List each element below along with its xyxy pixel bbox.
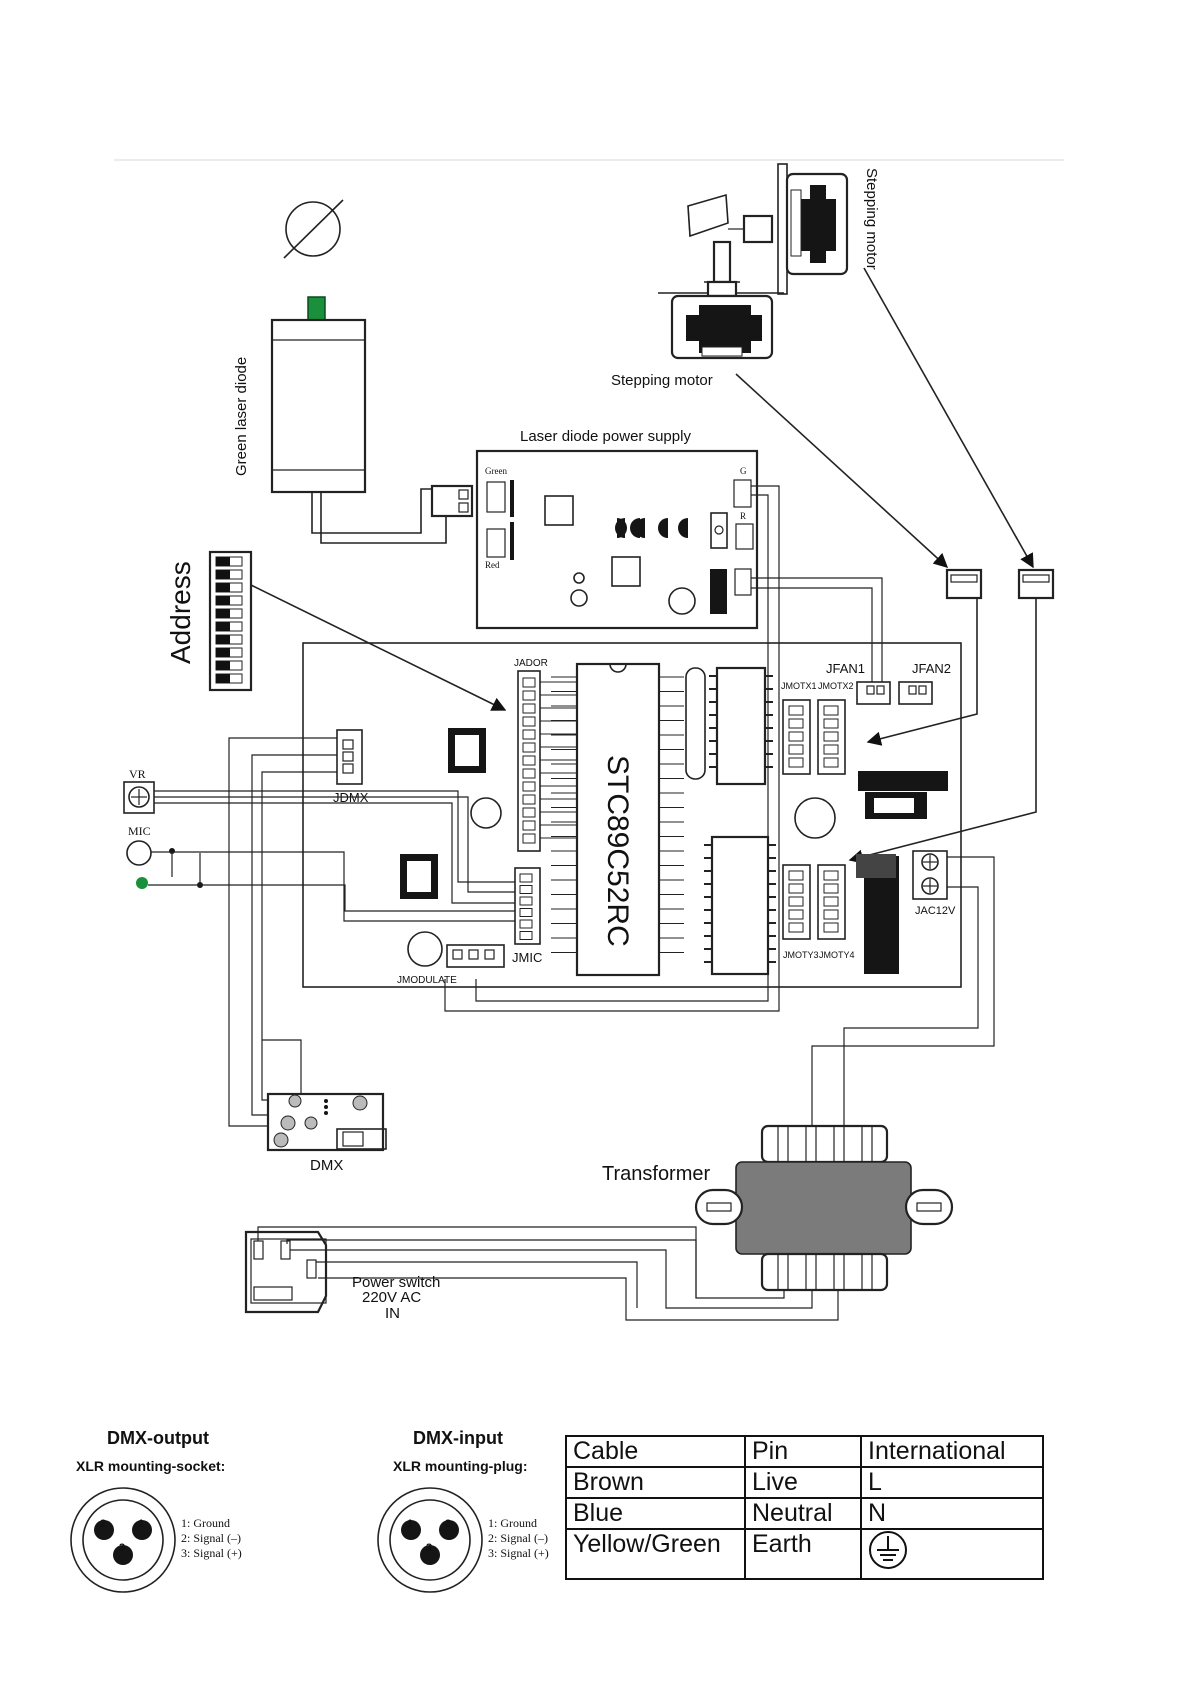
table-header-cell: International [860,1435,1044,1468]
mcu-label: STC89C52RC [601,755,634,947]
table-cell: Live [744,1466,862,1499]
dmx-output-title: DMX-output [107,1428,209,1448]
jmotx1-label: JMOTX1 [781,681,817,691]
laser-power-supply-label: Laser diode power supply [520,428,691,445]
dmx-output-num-2: 2 [100,1518,106,1530]
main-control-board: JADOR STC89C52RC JFAN1 JFAN2 [302,642,962,988]
jmotx2-label: JMOTX2 [818,681,854,691]
table-cell: Earth [744,1528,862,1580]
dmx-input-pin-3: 3: Signal (+) [488,1546,549,1560]
dmx-output-pin-2: 2: Signal (–) [181,1531,241,1545]
dmx-input-section: DMX-input XLR mounting-plug: 1 2 3 1: Gr… [377,1428,549,1593]
table-cell: N [860,1497,1044,1530]
table-header-row: Cable Pin International [565,1435,1044,1468]
table-row: Brown Live L [565,1466,1044,1499]
table-cell: Neutral [744,1497,862,1530]
dmx-output-pin-1: 1: Ground [181,1516,230,1530]
transformer-label: Transformer [602,1163,711,1185]
jfan1-label: JFAN1 [826,661,865,676]
dmx-input-pin-2: 2: Signal (–) [488,1531,548,1545]
psu-g-label: G [740,466,747,476]
dmx-input-pin3 [420,1545,440,1565]
dmx-input-subtitle: XLR mounting-plug: [393,1458,528,1474]
table-cell: Brown [565,1466,746,1499]
dmx-output-section: DMX-output XLR mounting-socket: 2 1 3 1:… [70,1428,242,1593]
dmx-input-title: DMX-input [413,1428,503,1448]
lens-symbol [283,199,344,259]
table-header-cell: Pin [744,1435,862,1468]
dmx-label: DMX [310,1157,343,1174]
vr-label: VR [129,767,146,781]
cable-pin-table: Cable Pin International Brown Live L Blu… [565,1435,1044,1580]
table-cell: Yellow/Green [565,1528,746,1580]
laser-diode-label: Green laser diode [233,357,250,476]
earth-ground-icon [869,1531,907,1569]
address-label: Address [165,561,196,664]
mic-label: MIC [128,824,151,838]
dmx-input-pin-1: 1: Ground [488,1516,537,1530]
dmx-input-num-1: 1 [407,1518,413,1530]
dmx-output-pin3 [113,1545,133,1565]
dmx-output-subtitle: XLR mounting-socket: [76,1458,225,1474]
table-header-cell: Cable [565,1435,746,1468]
table-cell [860,1528,1044,1580]
power-in-label: IN [385,1305,400,1322]
power-switch-label: Power switch [352,1274,440,1291]
power-voltage-label: 220V AC [362,1289,421,1306]
table-cell: L [860,1466,1044,1499]
green-laser-diode: Green laser diode [233,296,474,544]
jac12v-label: JAC12V [915,905,956,917]
psu-red-label: Red [485,560,500,570]
dmx-output-pin2 [94,1520,114,1540]
dmx-board: DMX [228,737,387,1174]
jfan2-label: JFAN2 [912,661,951,676]
jmic-label: JMIC [512,950,542,965]
vr-and-mic: VR MIC [123,767,515,922]
dmx-output-pin-3: 3: Signal (+) [181,1546,242,1560]
dmx-output-num-3: 3 [119,1542,125,1554]
stepping-motor-assembly: Stepping motor Stepping motor [611,163,880,389]
jmoty4-label: JMOTY4 [819,950,855,960]
dmx-input-pin1 [401,1520,421,1540]
address-dip-switch: Address [165,550,507,711]
dmx-input-num-2: 2 [445,1518,451,1530]
dmx-output-num-1: 1 [138,1518,144,1530]
dmx-input-num-3: 3 [426,1542,432,1554]
transformer-assembly: Transformer Power switch 220V AC IN [244,856,995,1322]
table-row: Yellow/Green Earth [565,1528,1044,1580]
jmoty3-label: JMOTY3 [783,950,819,960]
dmx-input-pin2 [439,1520,459,1540]
psu-r-label: R [740,511,746,521]
stepping-motor-bottom-label: Stepping motor [611,372,713,389]
jmodulate-label: JMODULATE [397,975,457,986]
motor-connectors [735,267,1055,864]
table-cell: Blue [565,1497,746,1530]
table-row: Blue Neutral N [565,1497,1044,1530]
jador-label: JADOR [514,658,548,669]
psu-green-label: Green [485,466,507,476]
stepping-motor-right-label: Stepping motor [863,168,880,270]
laser-power-supply-board: Laser diode power supply Green Red G R [444,428,883,1012]
dmx-output-pin1 [132,1520,152,1540]
